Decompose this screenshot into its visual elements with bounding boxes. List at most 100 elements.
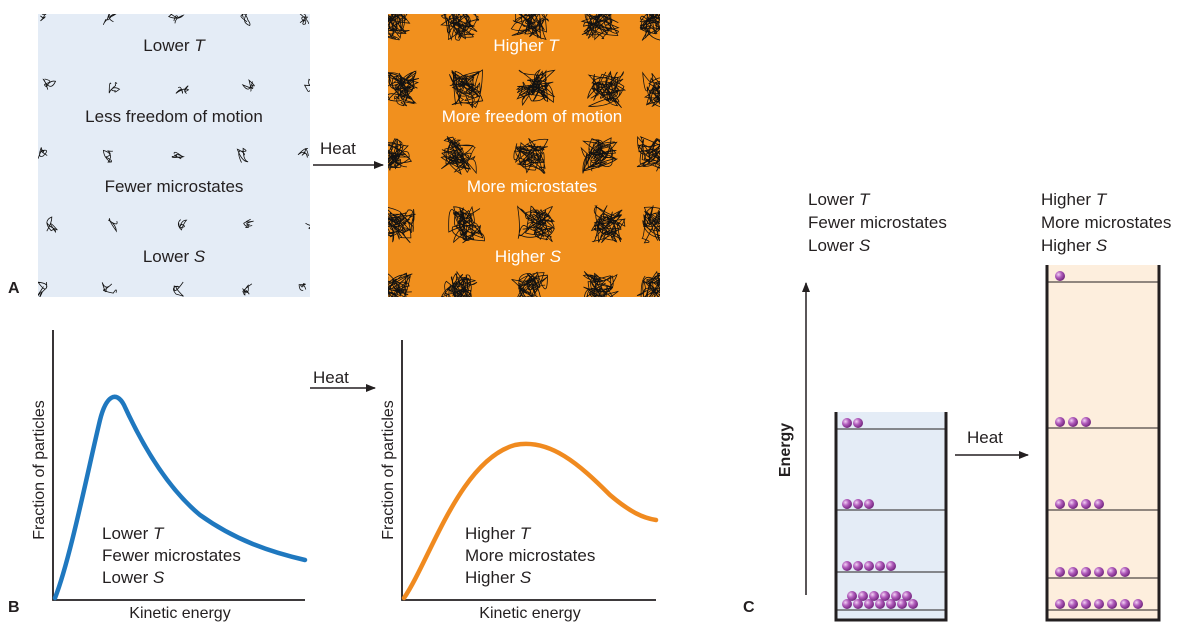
particle-path	[510, 14, 550, 41]
particle-path	[388, 70, 420, 107]
hot-levels-temperature-label: Higher T	[1041, 190, 1108, 209]
particle	[858, 591, 868, 601]
cold-state-box	[38, 14, 310, 297]
panel-a: A Lower T Less freedom of motion Fewer m…	[8, 14, 660, 297]
particle-path	[449, 69, 484, 109]
particle-path	[175, 85, 190, 94]
particle-path	[171, 151, 185, 160]
particle	[842, 561, 852, 571]
particle-path	[580, 137, 618, 174]
particle	[886, 599, 896, 609]
panel-b-letter: B	[8, 599, 20, 616]
hot-plot-axes	[401, 340, 656, 601]
particle-path	[639, 14, 660, 41]
cold-distribution-plot: Fraction of particles Kinetic energy Low…	[31, 330, 308, 622]
particle-path	[636, 135, 660, 172]
energy-axis-label: Energy	[777, 423, 794, 477]
hot-particles	[1055, 271, 1143, 609]
particle	[1068, 499, 1078, 509]
particle-path	[440, 270, 478, 297]
particle	[1081, 599, 1091, 609]
particle-path	[440, 14, 480, 42]
hot-container-walls	[1045, 265, 1161, 622]
particle	[875, 599, 885, 609]
cold-freedom-label: Less freedom of motion	[85, 107, 263, 126]
particle	[1055, 567, 1065, 577]
particle	[1094, 599, 1104, 609]
particle	[1081, 499, 1091, 509]
hot-plot-temperature-label: Higher T	[465, 524, 532, 543]
particle-path	[587, 70, 627, 108]
hot-levels-entropy-label: Higher S	[1041, 236, 1108, 255]
particle	[842, 418, 852, 428]
particle-path	[511, 271, 549, 297]
particle	[1055, 417, 1065, 427]
particle	[897, 599, 907, 609]
particle-path	[102, 14, 117, 25]
hot-container-fill	[1047, 265, 1159, 620]
panel-c: C Energy Lower T Fewer microstates Lower…	[743, 190, 1171, 622]
particle	[908, 599, 918, 609]
cold-plot-y-label: Fraction of particles	[31, 400, 48, 540]
particle-path	[173, 281, 184, 297]
particle	[891, 591, 901, 601]
particle	[1094, 499, 1104, 509]
particle	[853, 599, 863, 609]
cold-distribution-curve	[52, 394, 308, 601]
particle-path	[580, 14, 620, 41]
hot-state-labels: Higher T More freedom of motion More mic…	[442, 36, 622, 266]
particle-path	[515, 68, 556, 107]
hot-distribution-curve	[401, 441, 659, 601]
particle-path	[303, 78, 310, 92]
particle	[1107, 599, 1117, 609]
hot-energy-levels	[1045, 265, 1161, 622]
particle	[842, 599, 852, 609]
particle-path	[513, 138, 549, 175]
particle-path	[641, 205, 660, 244]
particle-path	[388, 14, 411, 41]
particle-path	[243, 218, 254, 228]
cold-levels-entropy-label: Lower S	[808, 236, 871, 255]
particle-path	[108, 82, 121, 94]
particle-path	[298, 283, 307, 291]
cold-particle-paths	[38, 14, 310, 297]
particle	[1120, 567, 1130, 577]
particle	[1068, 567, 1078, 577]
particle	[1081, 567, 1091, 577]
cold-plot-microstates-label: Fewer microstates	[102, 546, 241, 565]
particle-path	[642, 71, 660, 107]
particle-path	[46, 216, 58, 234]
particle-path	[107, 218, 118, 233]
particle-path	[102, 149, 113, 163]
particle-path	[38, 147, 48, 159]
heat-label-a: Heat	[320, 139, 356, 158]
particle-path	[297, 147, 309, 158]
particle-path	[40, 14, 47, 22]
cold-plot-entropy-label: Lower S	[102, 568, 165, 587]
hot-state-text: Higher T More microstates Higher S	[1041, 190, 1171, 255]
particle	[1120, 599, 1130, 609]
particle	[853, 561, 863, 571]
particle-path	[168, 14, 185, 24]
cold-entropy-label: Lower S	[143, 247, 206, 266]
particle-path	[636, 270, 660, 297]
particle	[1107, 567, 1117, 577]
particle-path	[448, 205, 485, 244]
cold-container-fill	[836, 412, 946, 620]
particle	[842, 499, 852, 509]
particle-path	[388, 138, 413, 172]
cold-microstates-label: Fewer microstates	[105, 177, 244, 196]
cold-particles	[842, 418, 918, 609]
particle	[1068, 599, 1078, 609]
hot-distribution-plot: Fraction of particles Kinetic energy Hig…	[380, 340, 659, 622]
particle-path	[236, 147, 249, 163]
particle	[853, 418, 863, 428]
panel-b: B Fraction of particles Kinetic energy L…	[8, 330, 659, 622]
particle-path	[177, 219, 188, 231]
particle	[875, 561, 885, 571]
cold-temperature-label: Lower T	[143, 36, 206, 55]
particle	[1081, 417, 1091, 427]
panel-a-letter: A	[8, 280, 20, 297]
hot-particle-paths	[388, 14, 660, 297]
